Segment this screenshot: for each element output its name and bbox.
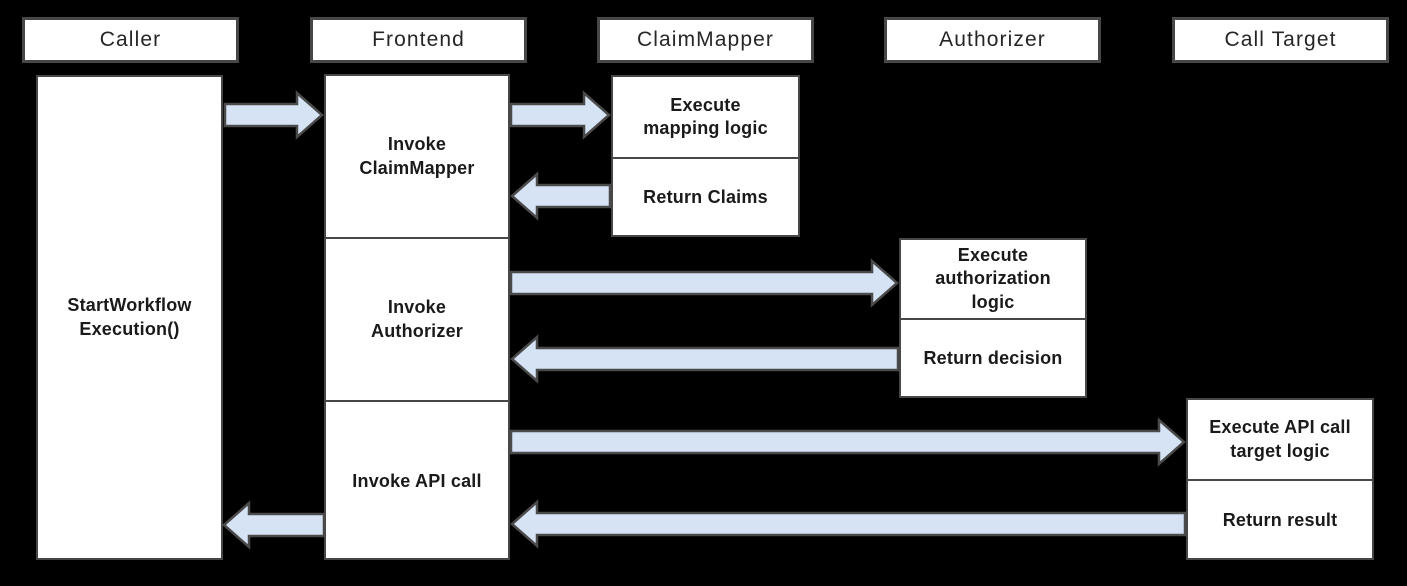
activation-box-caller: StartWorkflow Execution() <box>36 75 223 560</box>
claimmapper-execute-label: Execute mapping logic <box>643 94 768 138</box>
lifeline-header-frontend: Frontend <box>310 17 527 63</box>
arrow-authorizer-return-to-frontend <box>510 334 900 384</box>
lifeline-header-authorizer: Authorizer <box>884 17 1101 63</box>
activation-box-calltarget: Execute API call target logic Return res… <box>1186 398 1374 560</box>
authorizer-return-label: Return decision <box>901 318 1085 398</box>
lifeline-label: Caller <box>99 28 162 51</box>
frontend-step-invoke-api-call: Invoke API call <box>326 400 508 562</box>
lifeline-label: Call Target <box>1224 28 1337 51</box>
arrow-claimmapper-return-to-frontend <box>510 171 612 221</box>
frontend-step-invoke-claimmapper: Invoke ClaimMapper <box>359 134 475 178</box>
activation-box-claimmapper: Execute mapping logic Return Claims <box>611 75 800 237</box>
arrow-frontend-to-authorizer <box>509 258 899 308</box>
calltarget-return-label: Return result <box>1188 479 1372 560</box>
authorizer-execute-label: Execute authorization logic <box>935 245 1051 312</box>
arrow-frontend-to-calltarget <box>509 417 1186 467</box>
caller-activation-label: StartWorkflow Execution() <box>67 295 192 339</box>
lifeline-header-claimmapper: ClaimMapper <box>597 17 814 63</box>
arrow-caller-to-frontend <box>223 90 324 140</box>
arrow-frontend-return-to-caller <box>222 500 326 550</box>
claimmapper-return-label: Return Claims <box>613 157 798 237</box>
activation-box-authorizer: Execute authorization logic Return decis… <box>899 238 1087 398</box>
calltarget-execute-label: Execute API call target logic <box>1209 417 1351 461</box>
lifeline-label: Authorizer <box>939 28 1046 51</box>
lifeline-label: Frontend <box>372 28 465 51</box>
frontend-step-invoke-authorizer: Invoke Authorizer <box>326 237 508 400</box>
arrow-calltarget-return-to-frontend <box>510 499 1187 549</box>
activation-box-frontend: Invoke ClaimMapper Invoke Authorizer Inv… <box>324 74 510 560</box>
lifeline-label: ClaimMapper <box>637 28 774 51</box>
arrow-frontend-to-claimmapper <box>509 90 611 140</box>
lifeline-header-caller: Caller <box>22 17 239 63</box>
lifeline-header-calltarget: Call Target <box>1172 17 1389 63</box>
